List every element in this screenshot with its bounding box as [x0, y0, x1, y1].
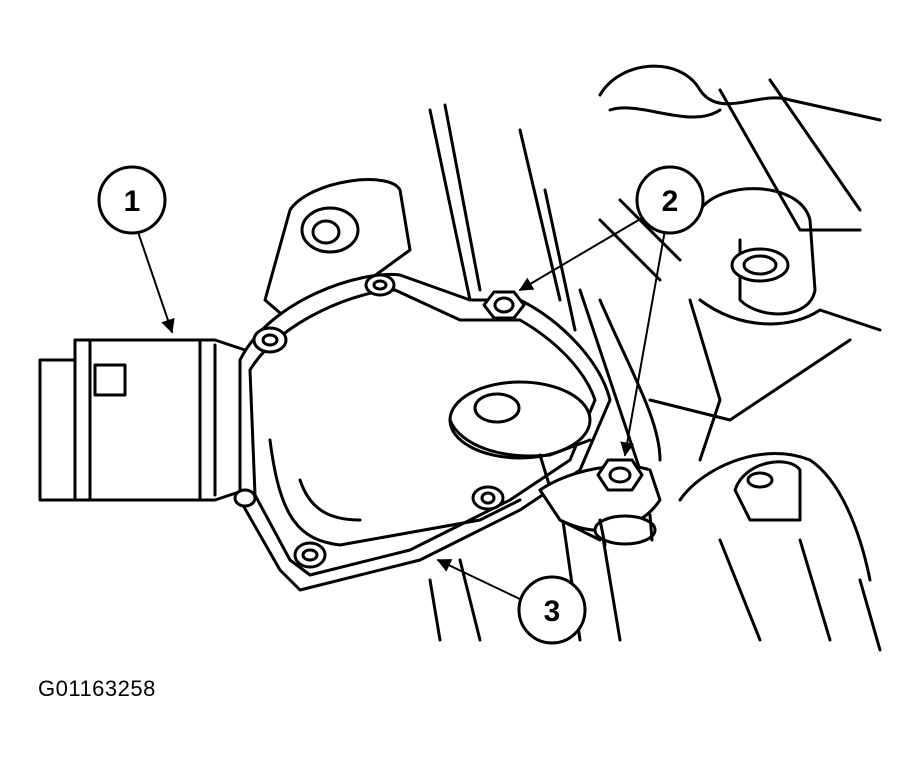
- callout-2: 2: [635, 165, 705, 235]
- svg-text:3: 3: [544, 595, 561, 628]
- bolt-upper: [482, 290, 526, 320]
- leader-lines: [137, 217, 666, 601]
- callout-3: 3: [517, 575, 587, 645]
- svg-text:1: 1: [124, 185, 141, 218]
- figure-id: G01163258: [38, 676, 156, 701]
- leader-1: [137, 231, 175, 334]
- transmission-housing: [428, 64, 882, 652]
- electrical-connector: [38, 338, 247, 502]
- leader-3: [436, 559, 523, 601]
- bolt-lower: [596, 458, 644, 492]
- mounting-lug: [263, 178, 412, 332]
- switch-body: [233, 272, 612, 592]
- leader-2a: [518, 217, 643, 291]
- leader-2b: [620, 229, 666, 457]
- callout-1: 1: [97, 165, 167, 235]
- svg-text:2: 2: [662, 185, 679, 218]
